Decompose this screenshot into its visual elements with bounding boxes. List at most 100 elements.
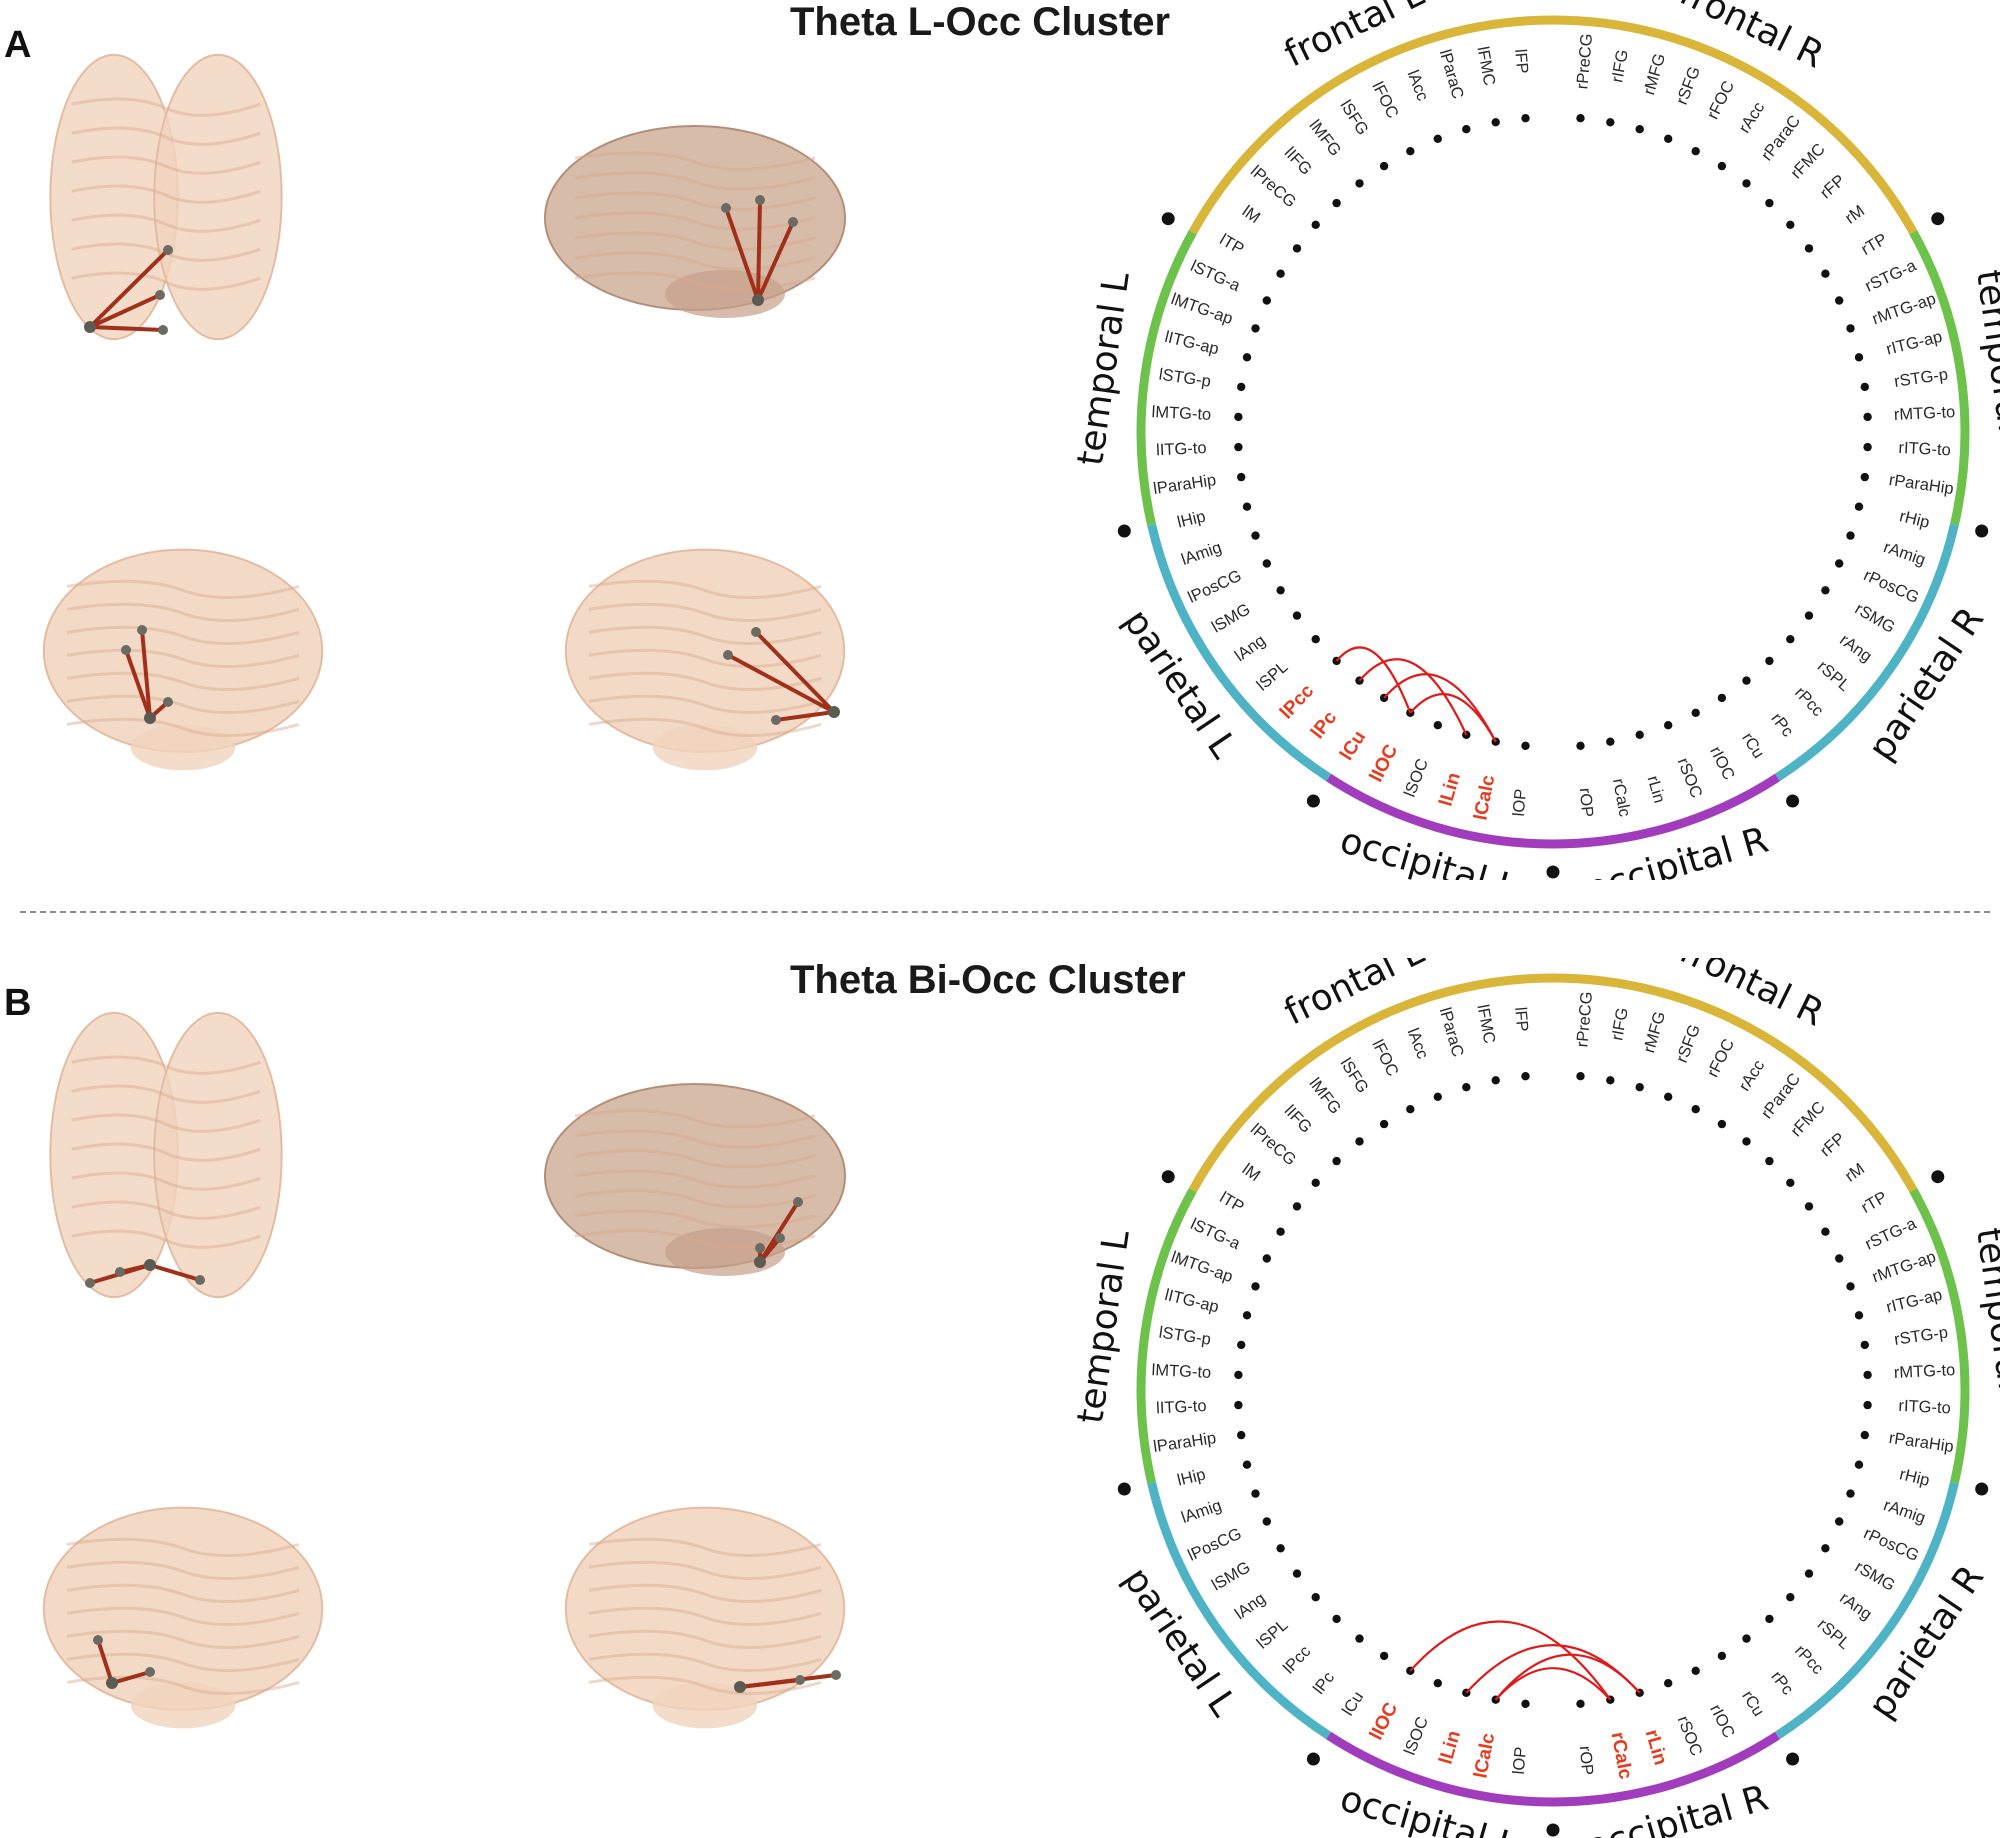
roi-label-lsfg: lSFG bbox=[1336, 1055, 1371, 1096]
sector-label-frontal-r: frontal R bbox=[1673, 0, 1830, 77]
roi-node bbox=[1311, 635, 1320, 644]
roi-label-lioc: lIOC bbox=[1366, 741, 1403, 786]
roi-node bbox=[1691, 1105, 1700, 1114]
sector-boundary-dot bbox=[1161, 1170, 1175, 1184]
roi-node bbox=[1606, 1076, 1615, 1085]
roi-node bbox=[1276, 1227, 1285, 1236]
roi-node bbox=[1234, 412, 1243, 422]
sector-label-frontal-r: frontal R bbox=[1673, 958, 1830, 1035]
roi-node bbox=[1664, 1679, 1673, 1688]
electrode-link bbox=[756, 221, 795, 301]
roi-node bbox=[1664, 721, 1673, 730]
roi-label-lcalc: lCalc bbox=[1470, 773, 1499, 822]
electrode-node bbox=[755, 1243, 765, 1253]
panel-b-letter: B bbox=[4, 982, 32, 1024]
ring-segment-parietal-l bbox=[1147, 1481, 1332, 1740]
roi-label-llin: lLin bbox=[1435, 770, 1464, 808]
roi-label-rm: rM bbox=[1842, 202, 1868, 228]
electrode-link bbox=[724, 207, 760, 301]
electrode-link bbox=[727, 653, 835, 714]
roi-label-lop: lOP bbox=[1510, 788, 1530, 817]
connection-lcalc-rcalc bbox=[1494, 1667, 1612, 1701]
roi-node bbox=[1433, 721, 1443, 730]
roi-node bbox=[1742, 1137, 1751, 1146]
roi-node bbox=[1860, 1430, 1870, 1440]
roi-label-lmtg-ap: lMTG-ap bbox=[1169, 1248, 1236, 1286]
roi-node bbox=[1691, 708, 1700, 717]
roi-label-lsoc: lSOC bbox=[1401, 1714, 1432, 1757]
roi-label-rifg: rIFG bbox=[1608, 48, 1632, 84]
brain-lateral-dark-view bbox=[544, 1083, 846, 1276]
roi-label-rfoc: rFOC bbox=[1704, 78, 1738, 122]
connection-lpcc-lioc bbox=[1335, 646, 1412, 714]
roi-label-ramig: rAmig bbox=[1881, 538, 1928, 569]
roi-node bbox=[1835, 1517, 1844, 1526]
roi-label-rang: rAng bbox=[1836, 631, 1875, 666]
roi-label-lprecg: lPreCG bbox=[1247, 1120, 1300, 1169]
electrode-link bbox=[756, 199, 762, 301]
electrode-node bbox=[163, 245, 173, 255]
sector-boundary-dot bbox=[1786, 794, 1800, 808]
roi-label-lstg-p: lSTG-p bbox=[1158, 366, 1212, 391]
roi-node bbox=[1765, 656, 1774, 666]
roi-label-rfp: rFP bbox=[1817, 171, 1849, 202]
roi-node bbox=[1237, 382, 1246, 392]
panel-separator bbox=[20, 911, 1990, 913]
roi-node bbox=[1821, 586, 1830, 595]
roi-node bbox=[1846, 324, 1855, 333]
roi-node bbox=[1691, 1666, 1700, 1675]
roi-label-lpcc: lPcc bbox=[1280, 1642, 1314, 1677]
roi-node bbox=[1863, 442, 1872, 452]
electrode-link bbox=[89, 325, 164, 332]
roi-node bbox=[1276, 1544, 1285, 1553]
roi-label-rprecg: rPreCG bbox=[1573, 991, 1596, 1048]
roi-node bbox=[1237, 1430, 1246, 1440]
roi-label-ltp: lTP bbox=[1216, 1189, 1246, 1217]
roi-label-lm: lM bbox=[1239, 1160, 1264, 1185]
roi-node bbox=[1786, 1593, 1795, 1602]
ring-segment-frontal-r bbox=[1552, 973, 1918, 1193]
sector-boundary-dot bbox=[1786, 1752, 1800, 1766]
sector-label-frontal-l: frontal L bbox=[1278, 0, 1430, 75]
electrode-node bbox=[106, 1677, 118, 1689]
electrode-node bbox=[163, 697, 173, 707]
connection-lioc-rcalc bbox=[1409, 1620, 1612, 1701]
electrode-node bbox=[84, 321, 96, 333]
roi-node bbox=[1521, 741, 1530, 750]
roi-label-ritg-ap: rITG-ap bbox=[1885, 328, 1944, 359]
roi-label-rcalc: rCalc bbox=[1609, 777, 1634, 818]
roi-node bbox=[1765, 1614, 1774, 1624]
roi-node bbox=[1276, 269, 1285, 278]
roi-label-rlin: rLin bbox=[1643, 774, 1668, 805]
connection-lcalc-rlin bbox=[1494, 1653, 1641, 1701]
ring-segment-occipital-r bbox=[1552, 773, 1780, 849]
ring-segment-temporal-r bbox=[1909, 230, 1970, 526]
roi-node bbox=[1491, 1076, 1500, 1085]
roi-label-lposcg: lPosCG bbox=[1185, 567, 1244, 607]
roi-node bbox=[1234, 442, 1243, 452]
roi-label-ramig: rAmig bbox=[1881, 1496, 1928, 1527]
roi-node bbox=[1742, 1634, 1751, 1643]
electrode-node bbox=[828, 706, 840, 718]
electrode-node bbox=[85, 1278, 95, 1288]
roi-node bbox=[1606, 737, 1615, 746]
connection-lcu-lcalc bbox=[1383, 673, 1497, 743]
roi-label-rstg-a: rSTG-a bbox=[1862, 256, 1919, 295]
roi-label-lifg: lIFG bbox=[1281, 144, 1315, 179]
roi-node bbox=[1863, 1370, 1872, 1380]
sector-boundary-dot bbox=[1117, 524, 1131, 538]
roi-node bbox=[1576, 1699, 1585, 1708]
roi-label-rprecg: rPreCG bbox=[1573, 33, 1596, 90]
roi-node bbox=[1765, 198, 1774, 208]
electrode-link bbox=[149, 1263, 201, 1282]
roi-label-rpc: rPc bbox=[1767, 710, 1796, 741]
ring-segment-parietal-l bbox=[1147, 523, 1332, 782]
electrode-node bbox=[831, 1670, 841, 1680]
roi-node bbox=[1355, 1137, 1364, 1146]
electrode-node bbox=[144, 712, 156, 724]
roi-label-lpcc: lPcc bbox=[1276, 680, 1318, 723]
brain-lateral-dark-view bbox=[544, 125, 846, 318]
roi-node bbox=[1804, 611, 1814, 620]
roi-label-rcalc: rCalc bbox=[1607, 1730, 1636, 1781]
